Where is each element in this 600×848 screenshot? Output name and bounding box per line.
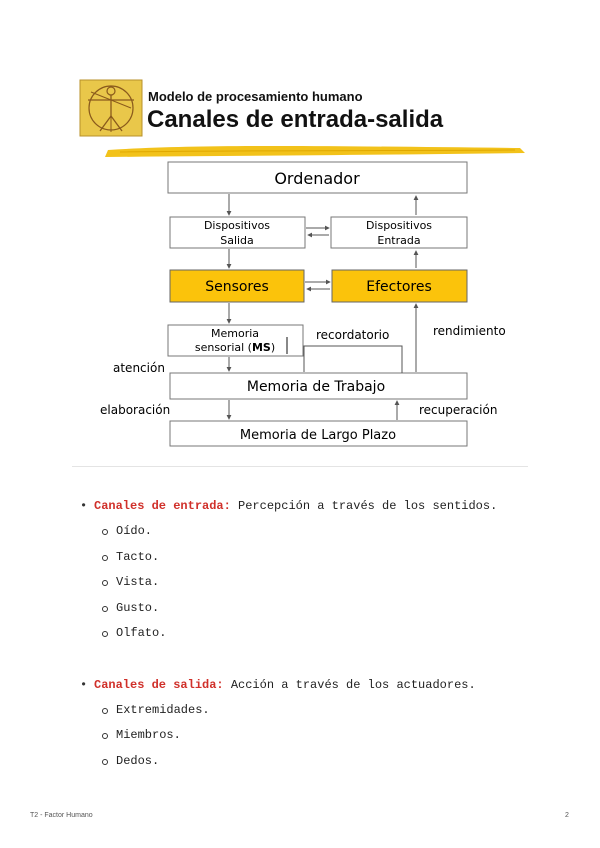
memoria-largo-plazo-box: Memoria de Largo Plazo (170, 421, 467, 446)
list-item: Olfato. (80, 621, 550, 647)
recuperacion-label: recuperación (419, 403, 497, 417)
bullet-entrada-key: Canales de entrada: (94, 499, 231, 513)
rendimiento-label: rendimiento (433, 324, 506, 338)
bullet-entrada-text: Percepción a través de los sentidos. (231, 499, 497, 513)
dispositivos-entrada-box: Dispositivos Entrada (331, 217, 467, 248)
bullet-salida-text: Acción a través de los actuadores. (224, 678, 476, 692)
slide-image: Modelo de procesamiento humano Canales d… (0, 0, 600, 470)
memoria-trabajo-label: Memoria de Trabajo (247, 379, 385, 395)
list-item: Dedos. (80, 749, 550, 775)
memoria-trabajo-box: Memoria de Trabajo (170, 373, 467, 399)
dispositivos-salida-line2: Salida (220, 234, 254, 247)
bullet-entrada: Canales de entrada: Percepción a través … (80, 493, 550, 519)
memoria-sensorial-box: Memoria sensorial (MS) (168, 325, 303, 356)
dispositivos-salida-box: Dispositivos Salida (170, 217, 305, 248)
vitruvian-logo (80, 80, 142, 136)
bullet-salida: Canales de salida: Acción a través de lo… (80, 672, 550, 698)
memoria-largo-plazo-label: Memoria de Largo Plazo (240, 428, 396, 443)
dispositivos-entrada-line2: Entrada (377, 234, 420, 247)
dispositivos-entrada-line1: Dispositivos (366, 219, 432, 232)
list-item: Gusto. (80, 596, 550, 622)
slide-title: Canales de entrada-salida (147, 106, 444, 133)
bullet-list: Canales de entrada: Percepción a través … (80, 493, 550, 774)
brush-stroke (105, 146, 525, 157)
footer-page-number: 2 (565, 812, 569, 819)
memoria-sensorial-line1: Memoria (211, 327, 259, 340)
dispositivos-salida-line1: Dispositivos (204, 219, 270, 232)
ordenador-label: Ordenador (274, 169, 360, 188)
list-item: Tacto. (80, 545, 550, 571)
list-item: Vista. (80, 570, 550, 596)
efectores-label: Efectores (366, 279, 432, 295)
list-item: Oído. (80, 519, 550, 545)
list-item: Miembros. (80, 723, 550, 749)
recordatorio-label: recordatorio (316, 328, 389, 342)
section-divider (72, 466, 528, 467)
efectores-box: Efectores (332, 270, 467, 302)
footer-course: T2 - Factor Humano (30, 812, 93, 819)
bullet-salida-key: Canales de salida: (94, 678, 224, 692)
sensores-label: Sensores (205, 279, 269, 295)
elaboracion-label: elaboración (100, 403, 170, 417)
list-item: Extremidades. (80, 698, 550, 724)
slide-subtitle: Modelo de procesamiento humano (148, 89, 363, 104)
atencion-label: atención (113, 361, 165, 375)
memoria-sensorial-line2: sensorial (MS) (195, 341, 275, 354)
ordenador-box: Ordenador (168, 162, 467, 193)
sensores-box: Sensores (170, 270, 304, 302)
